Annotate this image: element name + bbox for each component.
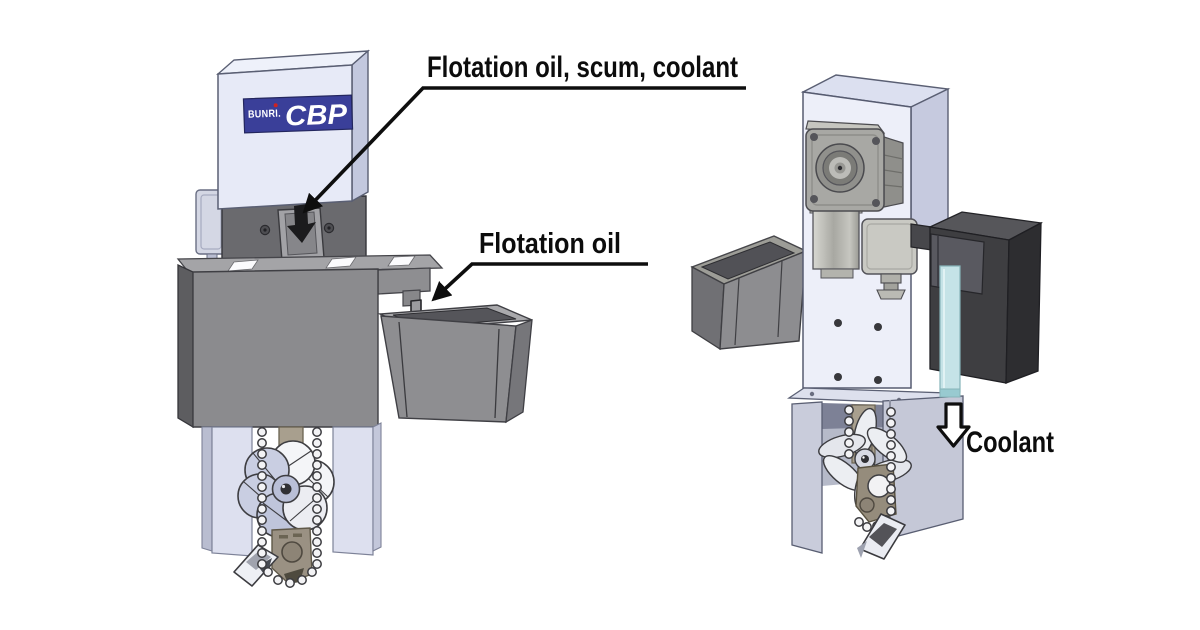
brand-logo: BUNRI. CBP <box>242 94 354 134</box>
flotation-oil-label: Flotation oil <box>479 228 621 260</box>
brand-logo-text: BUNRI. <box>248 108 281 121</box>
impeller-front <box>237 440 335 538</box>
hopper-box: BUNRI. CBP <box>215 49 371 210</box>
discharge-scoop-rear <box>857 513 906 560</box>
annotation-inlet: Flotation oil, scum, coolant <box>302 51 746 214</box>
coolant-arrow-icon <box>936 402 971 448</box>
inlet-chute <box>277 204 325 262</box>
gear-motor <box>805 120 904 279</box>
lower-bracket <box>271 527 313 584</box>
brand-logo-accent-dot <box>273 103 278 108</box>
junction-box <box>861 218 918 300</box>
machine-rear-view <box>690 74 1044 560</box>
dark-coolant-tank <box>910 211 1044 384</box>
scum-tray-rear <box>690 235 808 351</box>
main-tank <box>177 263 379 429</box>
model-logo-text: CBP <box>285 98 348 131</box>
inlet-arrow-icon <box>287 204 316 243</box>
coolant-tube <box>939 265 961 398</box>
cable-gland <box>880 273 902 284</box>
lower-rails <box>201 422 382 557</box>
oil-tray-front <box>377 304 533 424</box>
annotation-flotation-oil: Flotation oil <box>431 228 648 302</box>
inlet-leader-line <box>302 86 746 214</box>
brand-logo-plate <box>242 94 354 134</box>
machine-front-view: BUNRI. CBP <box>176 49 533 588</box>
coolant-label: Coolant <box>966 426 1054 459</box>
lower-bracket-rear <box>855 463 897 523</box>
inlet-label: Flotation oil, scum, coolant <box>427 51 738 84</box>
flotation-oil-leader-line <box>431 262 648 302</box>
